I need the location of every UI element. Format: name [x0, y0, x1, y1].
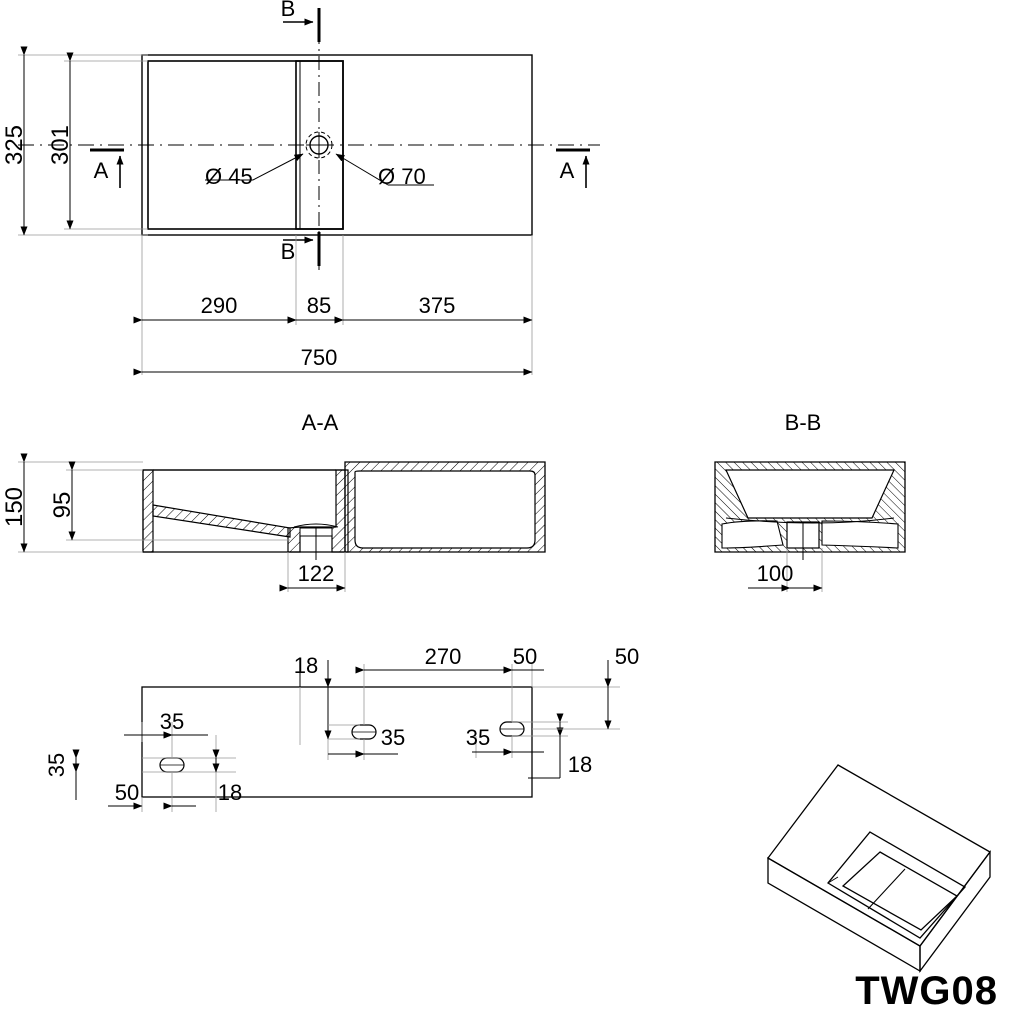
- dim-label-left-vertical-35: 35: [44, 753, 69, 777]
- basin-slope-hatched: [152, 504, 291, 538]
- dim-label-right-hole-35: 35: [466, 725, 490, 750]
- dim-label-top-50: 50: [513, 644, 537, 669]
- callout-label-d45: Ø 45: [205, 164, 253, 189]
- bottom-view: [72, 660, 620, 812]
- dim-label-100: 100: [757, 561, 794, 586]
- isometric-view: [767, 764, 991, 973]
- dim-label-290: 290: [201, 293, 238, 318]
- section-bb: [714, 461, 906, 592]
- section-marker-a-left: [90, 148, 124, 188]
- section-title-aa: A-A: [302, 410, 339, 435]
- product-code: TWG08: [855, 969, 998, 1013]
- dim-label-150: 150: [1, 487, 28, 527]
- dim-label-270: 270: [425, 644, 462, 669]
- section-marker-b-bottom: [283, 232, 321, 266]
- dim-label-375: 375: [419, 293, 456, 318]
- dim-label-301: 301: [47, 125, 74, 165]
- dim-label-right-18: 18: [568, 752, 592, 777]
- mounting-slot-middle: [351, 724, 377, 740]
- section-label-a-left: A: [94, 158, 109, 183]
- section-label-a-right: A: [560, 158, 575, 183]
- section-label-b-top: B: [281, 0, 296, 21]
- section-aa: [18, 453, 546, 592]
- dim-label-left-hole-35: 35: [160, 709, 184, 734]
- dim-label-85: 85: [307, 293, 331, 318]
- dim-label-left-50: 50: [115, 780, 139, 805]
- leader-d45: [252, 153, 304, 181]
- leader-d70: [335, 153, 389, 186]
- top-view: [18, 8, 600, 376]
- dim-label-325: 325: [1, 125, 28, 165]
- dim-label-95: 95: [49, 492, 76, 519]
- dim-label-far-right-50: 50: [615, 644, 639, 669]
- mounting-slot-left: [159, 757, 185, 773]
- mounting-slot-right: [499, 721, 525, 737]
- dim-label-left-18: 18: [218, 780, 242, 805]
- dim-label-750: 750: [301, 345, 338, 370]
- callout-label-d70: Ø 70: [378, 164, 426, 189]
- section-label-b-bottom: B: [281, 239, 296, 264]
- dim-label-mid-hole-35: 35: [381, 725, 405, 750]
- dim-label-mid-18: 18: [294, 653, 318, 678]
- section-marker-a-right: [556, 148, 590, 188]
- section-title-bb: B-B: [785, 410, 822, 435]
- dim-label-122: 122: [298, 561, 335, 586]
- section-marker-b-top: [283, 8, 321, 42]
